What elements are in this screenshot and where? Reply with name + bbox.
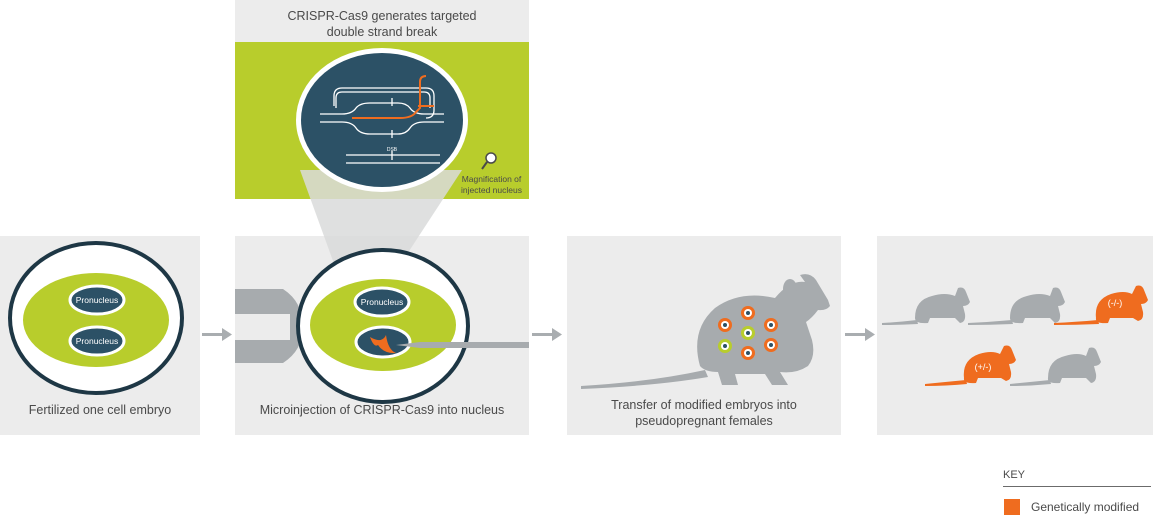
magnification-note-line1: Magnification of	[461, 174, 522, 184]
caption-transfer-line2: pseudopregnant females	[635, 414, 773, 428]
holding-pipette	[235, 289, 303, 363]
genotype-label: (-/-)	[1107, 298, 1123, 308]
caption-transfer: Transfer of modified embryos into pseudo…	[567, 397, 841, 429]
mouse-icon-modified-heterozygous	[925, 345, 1016, 386]
magnification-title-line1: CRISPR-Cas9 generates targeted	[287, 9, 477, 23]
magnification-title-line2: double strand break	[326, 25, 438, 39]
pronucleus-1	[68, 284, 126, 316]
transferred-embryos	[718, 306, 778, 360]
magnification-title: CRISPR-Cas9 generates targeted double st…	[235, 8, 529, 40]
caption-transfer-line1: Transfer of modified embryos into	[611, 398, 797, 412]
injection-pronucleus-upper	[353, 286, 411, 318]
dsb-label: DSB	[387, 147, 398, 153]
caption-microinjection: Microinjection of CRISPR-Cas9 into nucle…	[259, 403, 505, 417]
panel-offspring	[877, 236, 1153, 435]
needle-icon	[396, 342, 529, 348]
mouse-icon	[1010, 347, 1101, 386]
pronucleus-2	[68, 325, 126, 357]
key-swatch-modified	[1004, 499, 1020, 515]
pronucleus-label: Pronucleus	[75, 336, 119, 346]
dna-break-schematic	[320, 87, 444, 164]
key-label-modified: Genetically modified	[1031, 500, 1140, 514]
guide-rna	[352, 75, 427, 119]
key-title: KEY	[1003, 469, 1026, 481]
mouse-icon	[882, 287, 970, 325]
arrow-icon	[202, 328, 875, 341]
magnified-nucleus	[301, 53, 463, 187]
key-divider	[1003, 486, 1151, 487]
magnification-note-line2: injected nucleus	[461, 185, 522, 195]
embryo-cytoplasm	[23, 273, 169, 367]
magnification-title-box	[235, 0, 529, 42]
magnification-note: Magnification of injected nucleus	[454, 174, 529, 196]
injection-embryo-cytoplasm	[310, 279, 456, 371]
mouse-icon-modified-homozygous	[1054, 285, 1148, 325]
mouse-icon	[968, 287, 1065, 325]
pronucleus-label: Pronucleus	[360, 297, 404, 307]
genotype-label: (+/-)	[974, 362, 992, 372]
pronucleus-label: Pronucleus	[75, 295, 119, 305]
magnifier-icon	[481, 152, 497, 170]
cas9-payload	[370, 335, 396, 354]
pseudopregnant-mouse	[581, 274, 830, 389]
caption-embryo: Fertilized one cell embryo	[28, 403, 172, 417]
